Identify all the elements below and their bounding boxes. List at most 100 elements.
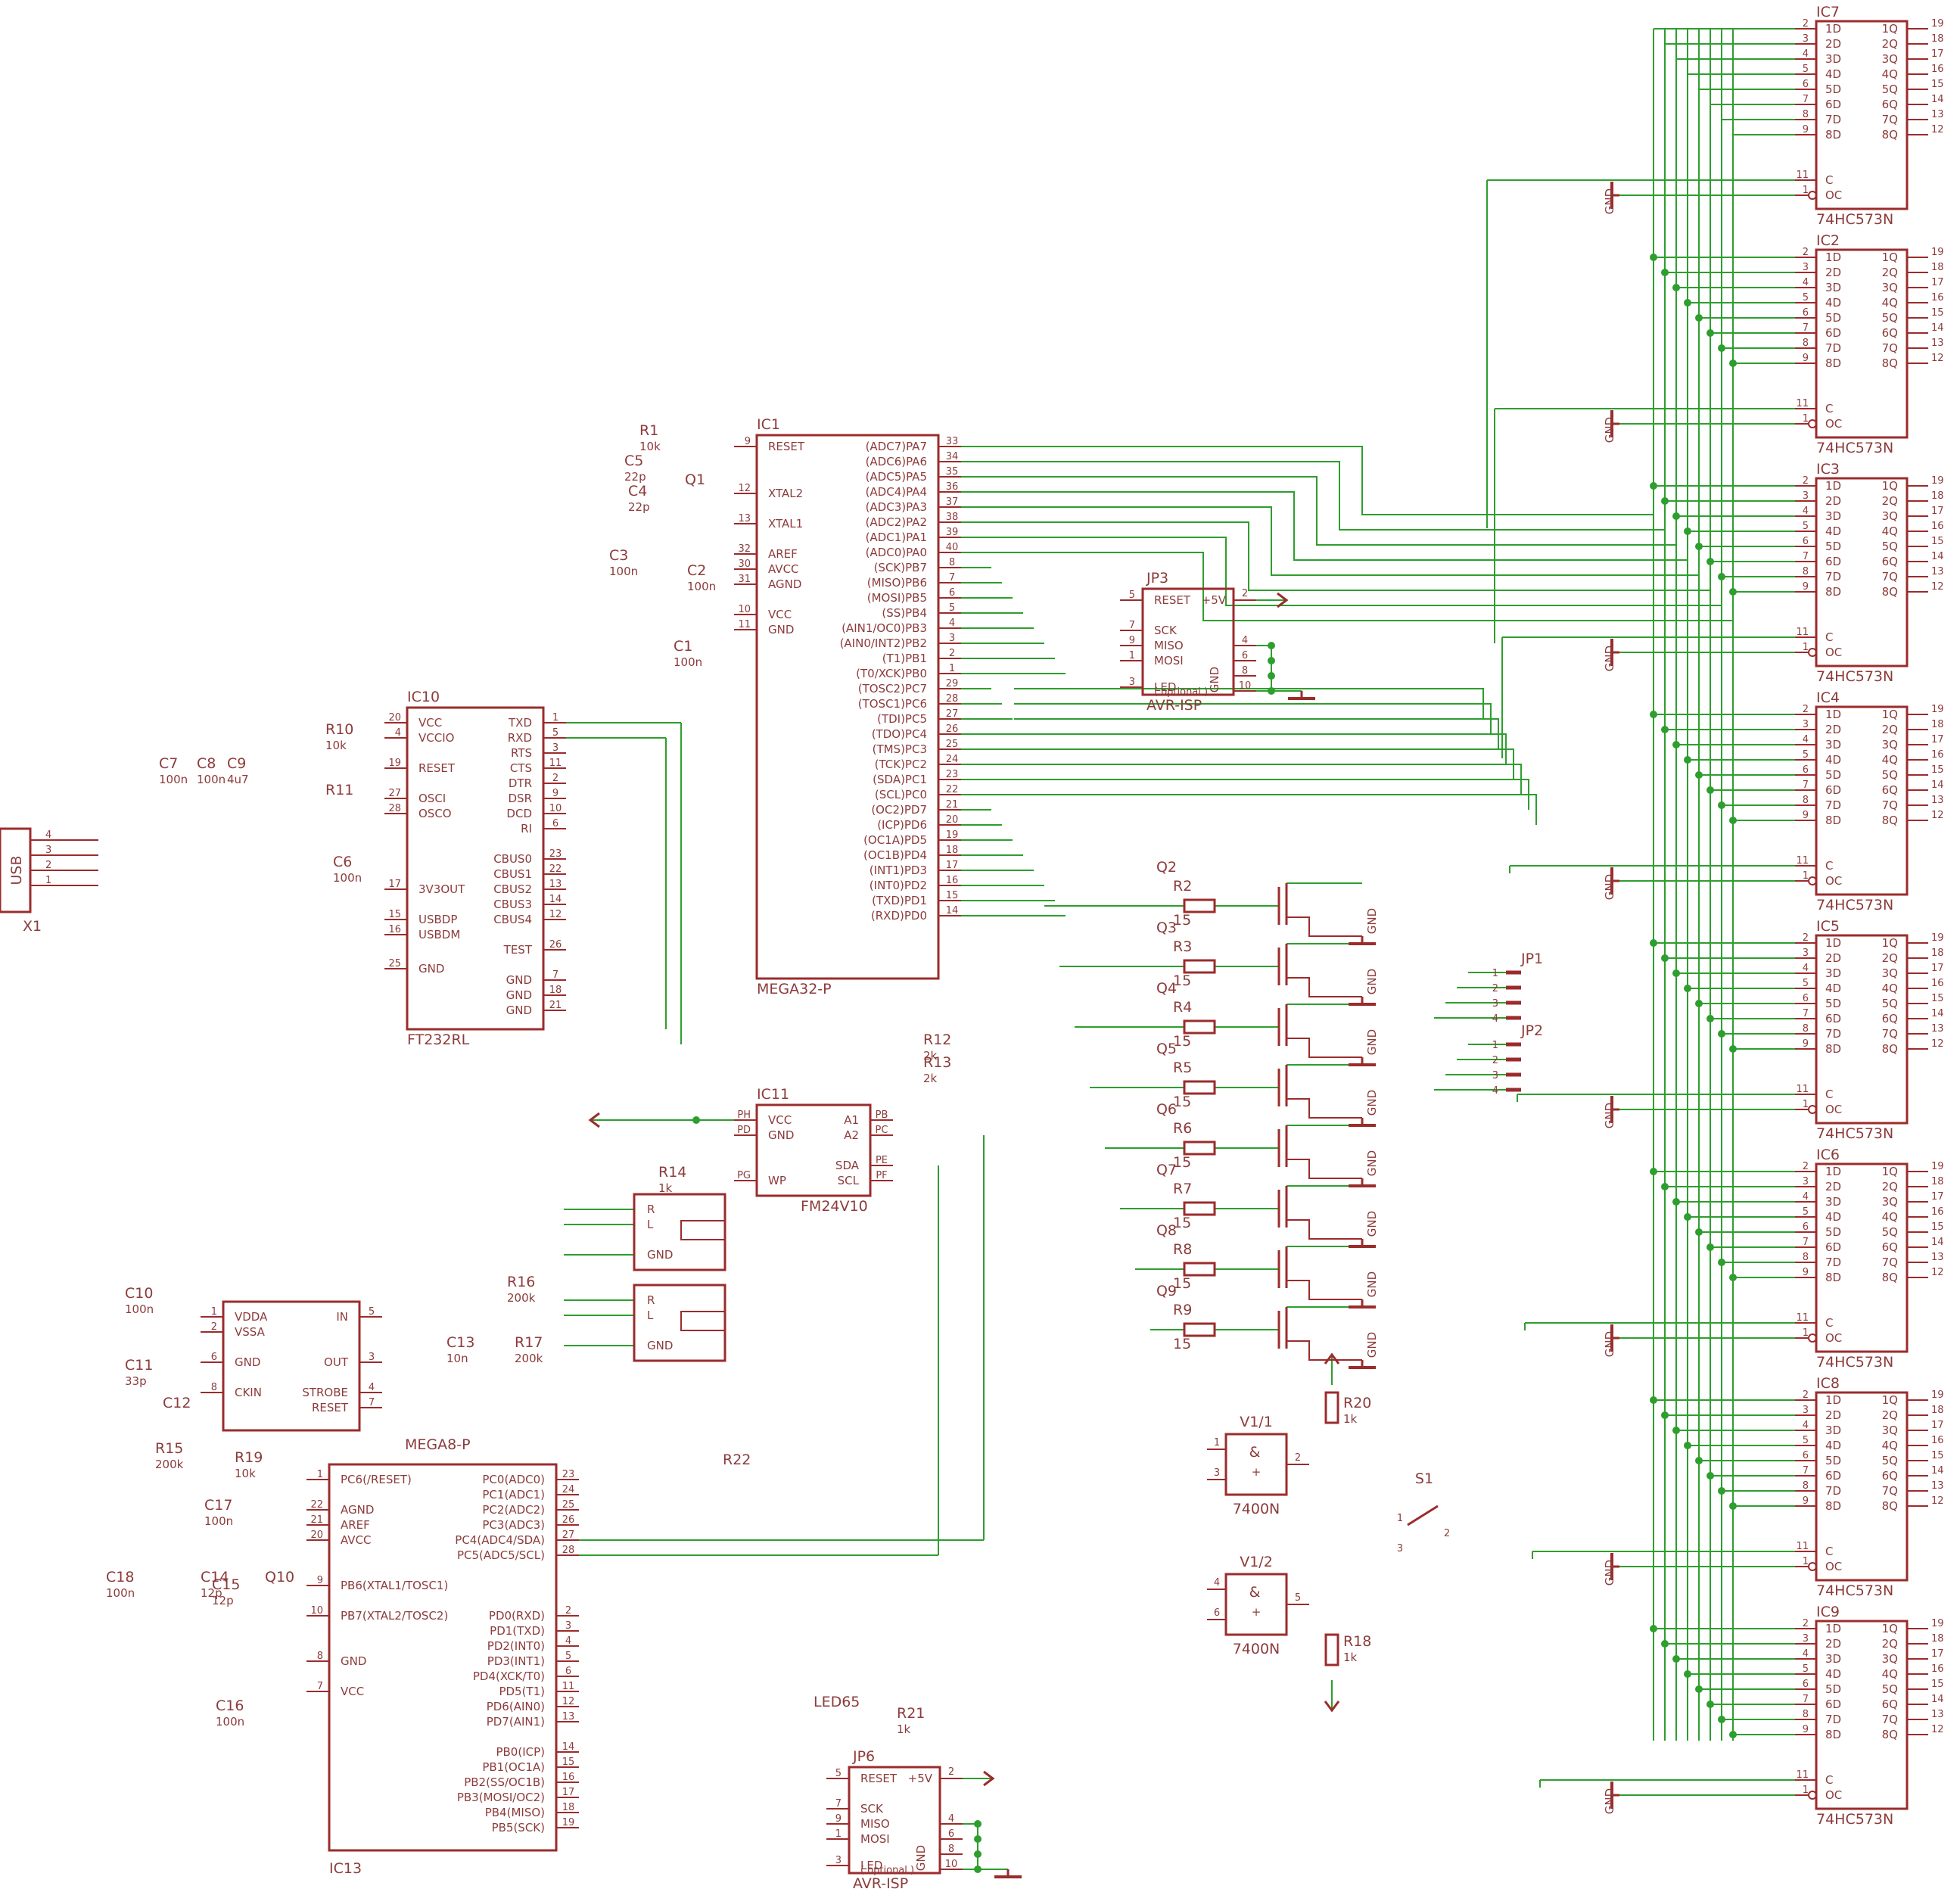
pin-label: 2D bbox=[1825, 1637, 1841, 1651]
pin-number: 22 bbox=[549, 864, 562, 875]
mosfet-name: Q8 bbox=[1156, 1222, 1177, 1239]
latch-name: IC9 bbox=[1816, 1604, 1840, 1620]
pin-label: 4Q bbox=[1882, 1439, 1898, 1452]
part-value: 1k bbox=[1343, 1651, 1358, 1664]
pin-label: (TDO)PC4 bbox=[872, 727, 927, 741]
pin-number: 4 bbox=[1803, 48, 1809, 60]
mosfet-source bbox=[1286, 916, 1362, 937]
jack-pin: R bbox=[647, 1293, 655, 1307]
pin-number: 6 bbox=[949, 587, 955, 599]
pin-label: RTS bbox=[511, 746, 532, 760]
pin-label: (OC1A)PD5 bbox=[863, 833, 927, 847]
latch-chip bbox=[1815, 1620, 1909, 1810]
latch-name: IC8 bbox=[1816, 1375, 1840, 1392]
pin-number: 8 bbox=[1803, 566, 1809, 577]
pin-label: PC2(ADC2) bbox=[482, 1503, 545, 1517]
pin-label: AREF bbox=[341, 1518, 370, 1532]
part-value: 200k bbox=[515, 1352, 543, 1365]
pin-number: 10 bbox=[738, 604, 751, 615]
pin-number: 8 bbox=[211, 1382, 217, 1393]
pin-label: 7Q bbox=[1882, 1713, 1898, 1726]
pin-number: 1 bbox=[1803, 185, 1809, 196]
pin-label: PB2(SS/OC1B) bbox=[464, 1775, 545, 1789]
part-value: 100n bbox=[125, 1302, 154, 1316]
pin-label: 2Q bbox=[1882, 723, 1898, 736]
pin-number: 14 bbox=[1931, 780, 1944, 791]
pin-label: 7Q bbox=[1882, 341, 1898, 355]
pin-number: 4 bbox=[565, 1635, 571, 1647]
pin-number: 15 bbox=[946, 890, 959, 901]
pin-label: (ADC4)PA4 bbox=[866, 485, 927, 499]
pin-label: (AIN0/INT2)PB2 bbox=[840, 636, 927, 650]
part-name: C9 bbox=[227, 755, 246, 772]
pin-label: 3Q bbox=[1882, 1652, 1898, 1666]
pin-number: 5 bbox=[552, 727, 558, 739]
pin-number: 3 bbox=[369, 1352, 375, 1363]
pin-label: 1D bbox=[1825, 479, 1841, 493]
part-value: 10k bbox=[235, 1467, 256, 1480]
pin-number: 9 bbox=[1803, 1038, 1809, 1050]
gnd-label: GND bbox=[1603, 1103, 1616, 1128]
pin-number: 19 bbox=[1931, 1389, 1944, 1401]
pin-number: 2 bbox=[1803, 704, 1809, 715]
pin-label: 1D bbox=[1825, 22, 1841, 36]
resistor-name: R4 bbox=[1173, 999, 1192, 1016]
mosfet-gate-resistor bbox=[1183, 959, 1216, 974]
pin-number: 1 bbox=[1803, 870, 1809, 882]
mosfet-name: Q4 bbox=[1156, 980, 1177, 997]
wires bbox=[564, 28, 1795, 1873]
pin-label: 4D bbox=[1825, 67, 1841, 81]
switch-lever bbox=[1407, 1505, 1439, 1526]
pin-label: C bbox=[1825, 173, 1833, 187]
pin-label: 6D bbox=[1825, 1012, 1841, 1025]
pin-number: 2 bbox=[948, 1766, 954, 1778]
pin-label: (SDA)PC1 bbox=[873, 773, 927, 786]
pin-number: 3 bbox=[1803, 262, 1809, 273]
pin-number: 13 bbox=[549, 879, 562, 890]
isp-header bbox=[1141, 587, 1235, 696]
isp-header bbox=[848, 1766, 941, 1875]
pin-number: 4 bbox=[395, 727, 401, 739]
part-value: 100n bbox=[197, 773, 226, 786]
mosfet-name: Q5 bbox=[1156, 1041, 1177, 1057]
pin-number: 5 bbox=[1803, 978, 1809, 989]
pin-number: 3 bbox=[1492, 1070, 1498, 1081]
pin-number: PF bbox=[876, 1170, 887, 1181]
pin-number: 4 bbox=[1803, 1191, 1809, 1203]
gnd-label: GND bbox=[1603, 874, 1616, 900]
pin-number: 9 bbox=[1803, 810, 1809, 821]
pin-number: 21 bbox=[310, 1514, 323, 1526]
pin-label: 6D bbox=[1825, 1698, 1841, 1711]
pin-label: 4D bbox=[1825, 1439, 1841, 1452]
audio-jack bbox=[633, 1193, 726, 1271]
pin-number: 4 bbox=[1803, 1420, 1809, 1431]
pin-label: 1Q bbox=[1882, 1165, 1898, 1178]
pin-number: 27 bbox=[562, 1529, 575, 1541]
nand-gate bbox=[1224, 1433, 1288, 1496]
pin-label: 3D bbox=[1825, 509, 1841, 523]
pin-label: (ADC3)PA3 bbox=[866, 500, 927, 514]
pin-number: 19 bbox=[1931, 1618, 1944, 1629]
inverted-pin bbox=[1808, 419, 1817, 428]
latch-chip bbox=[1815, 1162, 1909, 1353]
vcc-arrow bbox=[1324, 1352, 1340, 1365]
gnd-label: GND bbox=[1365, 969, 1379, 994]
gate-type: 7400N bbox=[1233, 1641, 1280, 1657]
pin-number: 12 bbox=[1931, 1267, 1944, 1278]
pin-number: 6 bbox=[948, 1828, 954, 1840]
mosfet-source bbox=[1286, 1340, 1362, 1361]
wire bbox=[1014, 718, 1499, 749]
pin-number: 6 bbox=[1803, 993, 1809, 1004]
pin-number: 16 bbox=[1931, 292, 1944, 303]
pin-number: 19 bbox=[1931, 704, 1944, 715]
latch-type: 74HC573N bbox=[1816, 1582, 1893, 1599]
latch-chip bbox=[1815, 477, 1909, 667]
pin-number: 16 bbox=[1931, 1206, 1944, 1218]
pin-number: PD bbox=[737, 1125, 751, 1136]
mosfet-source bbox=[1286, 1098, 1362, 1119]
pin-label: OC bbox=[1825, 1103, 1842, 1116]
pin-number: 11 bbox=[549, 758, 562, 769]
latch-type: 74HC573N bbox=[1816, 1125, 1893, 1142]
pin-label: 5Q bbox=[1882, 82, 1898, 96]
